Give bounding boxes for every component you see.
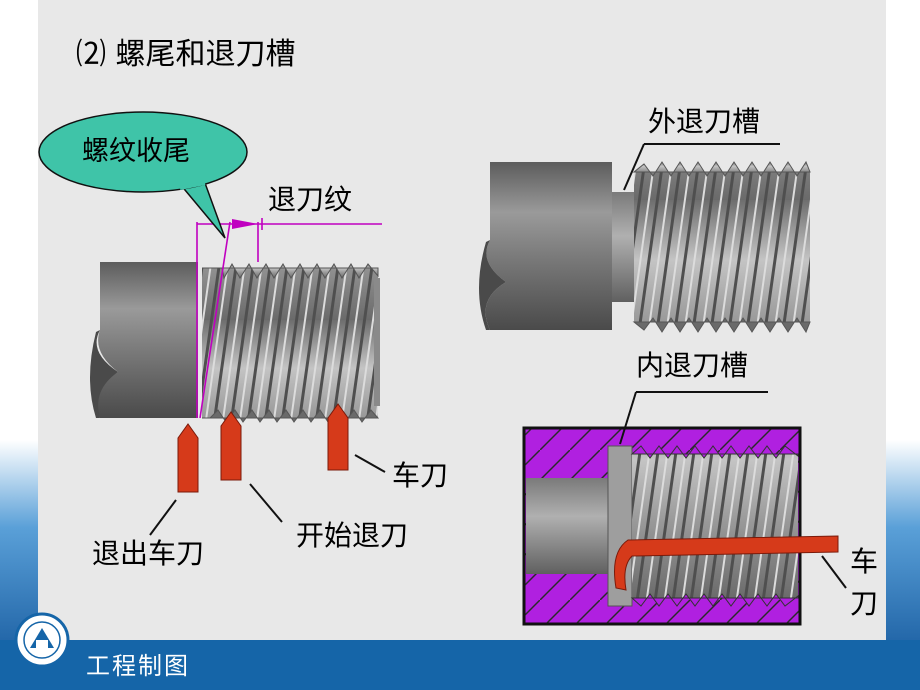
internal-tool-label-line1: 车: [850, 545, 879, 578]
tool-cutting: [327, 403, 349, 471]
callout-bubble: [38, 111, 248, 239]
callout-label: 螺纹收尾: [82, 136, 190, 167]
bore: [526, 478, 610, 574]
cutting-tools: [177, 403, 349, 493]
tool-start-retract-label: 开始退刀: [296, 519, 409, 552]
tool-retract-label: 退出车刀: [92, 537, 205, 570]
shaft-body-top: [479, 162, 612, 330]
internal-tool-label-line2: 刀: [850, 587, 879, 620]
runout-arrow-icon: [232, 219, 258, 229]
slide-heading: ⑵ 螺尾和退刀槽: [76, 37, 296, 72]
runout-label: 退刀纹: [268, 183, 353, 216]
internal-leader-lines: [619, 391, 847, 589]
internal-thread: [630, 445, 799, 607]
tool-leader-lines: [149, 454, 386, 536]
runout-guide-lines: [196, 221, 382, 419]
footer-course-title: 工程制图: [86, 652, 190, 680]
external-relief-groove: [612, 192, 634, 302]
threaded-section: [202, 262, 380, 423]
boring-tool: [614, 535, 839, 591]
external-groove-label: 外退刀槽: [648, 105, 761, 138]
groove-leader-line: [623, 143, 780, 191]
tool-retracted: [177, 423, 199, 493]
threaded-section-top: [632, 160, 811, 334]
tool-start-retract: [220, 411, 242, 481]
internal-groove-label: 内退刀槽: [636, 349, 749, 382]
tool-label: 车刀: [392, 459, 449, 492]
shaft-body: [90, 262, 198, 418]
